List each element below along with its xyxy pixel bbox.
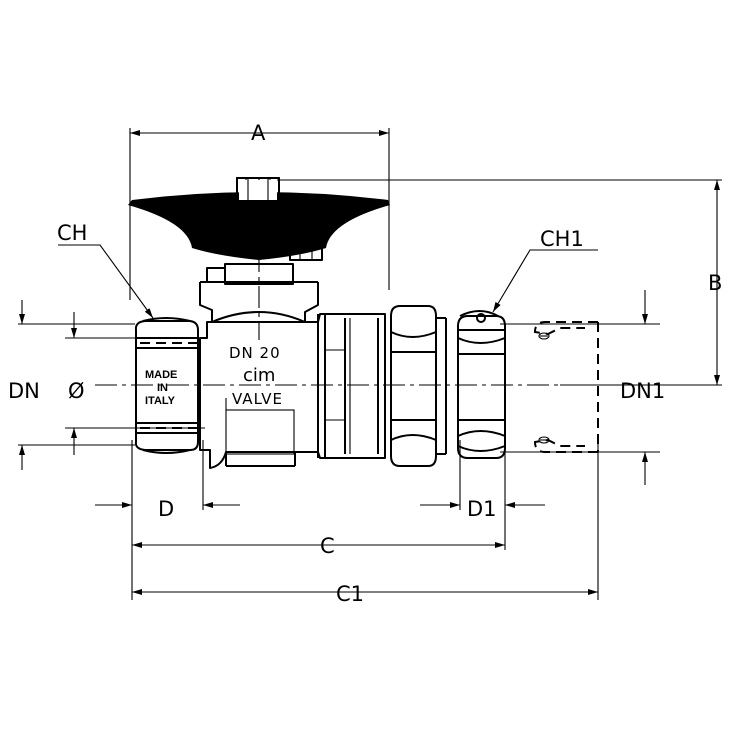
left-hex-end: MADE IN ITALY xyxy=(134,317,200,454)
dimension-lines xyxy=(19,130,720,595)
origin-line-3: ITALY xyxy=(145,395,176,407)
label-b: B xyxy=(708,271,722,295)
body-marking-product: VALVE xyxy=(232,390,283,408)
label-ch1: CH1 xyxy=(540,227,584,251)
leader-ch1 xyxy=(492,249,598,313)
butterfly-handle xyxy=(128,177,390,261)
label-d1: D1 xyxy=(467,497,497,521)
label-dn1: DN1 xyxy=(620,379,665,403)
label-c: C xyxy=(320,534,335,558)
label-d: D xyxy=(158,497,174,521)
body-marking-dn: DN 20 xyxy=(229,344,281,362)
valve-body: DN 20 cim VALVE xyxy=(199,313,386,469)
union-hex-nut xyxy=(390,305,447,467)
label-dn: DN xyxy=(8,379,40,403)
label-a: A xyxy=(251,121,266,145)
stem-bonnet xyxy=(199,263,319,323)
dimension-labels: A B CH CH1 DN Ø DN1 D D1 C C1 xyxy=(8,121,722,606)
label-ch: CH xyxy=(57,221,87,245)
origin-line-1: MADE xyxy=(145,369,177,381)
phantom-pipe-connector xyxy=(533,321,599,453)
label-diameter: Ø xyxy=(68,379,85,403)
label-c1: C1 xyxy=(336,582,364,606)
origin-line-2: IN xyxy=(157,382,168,394)
body-marking-brand: cim xyxy=(243,365,275,386)
leader-ch xyxy=(58,244,154,319)
right-hex-end xyxy=(457,310,506,459)
